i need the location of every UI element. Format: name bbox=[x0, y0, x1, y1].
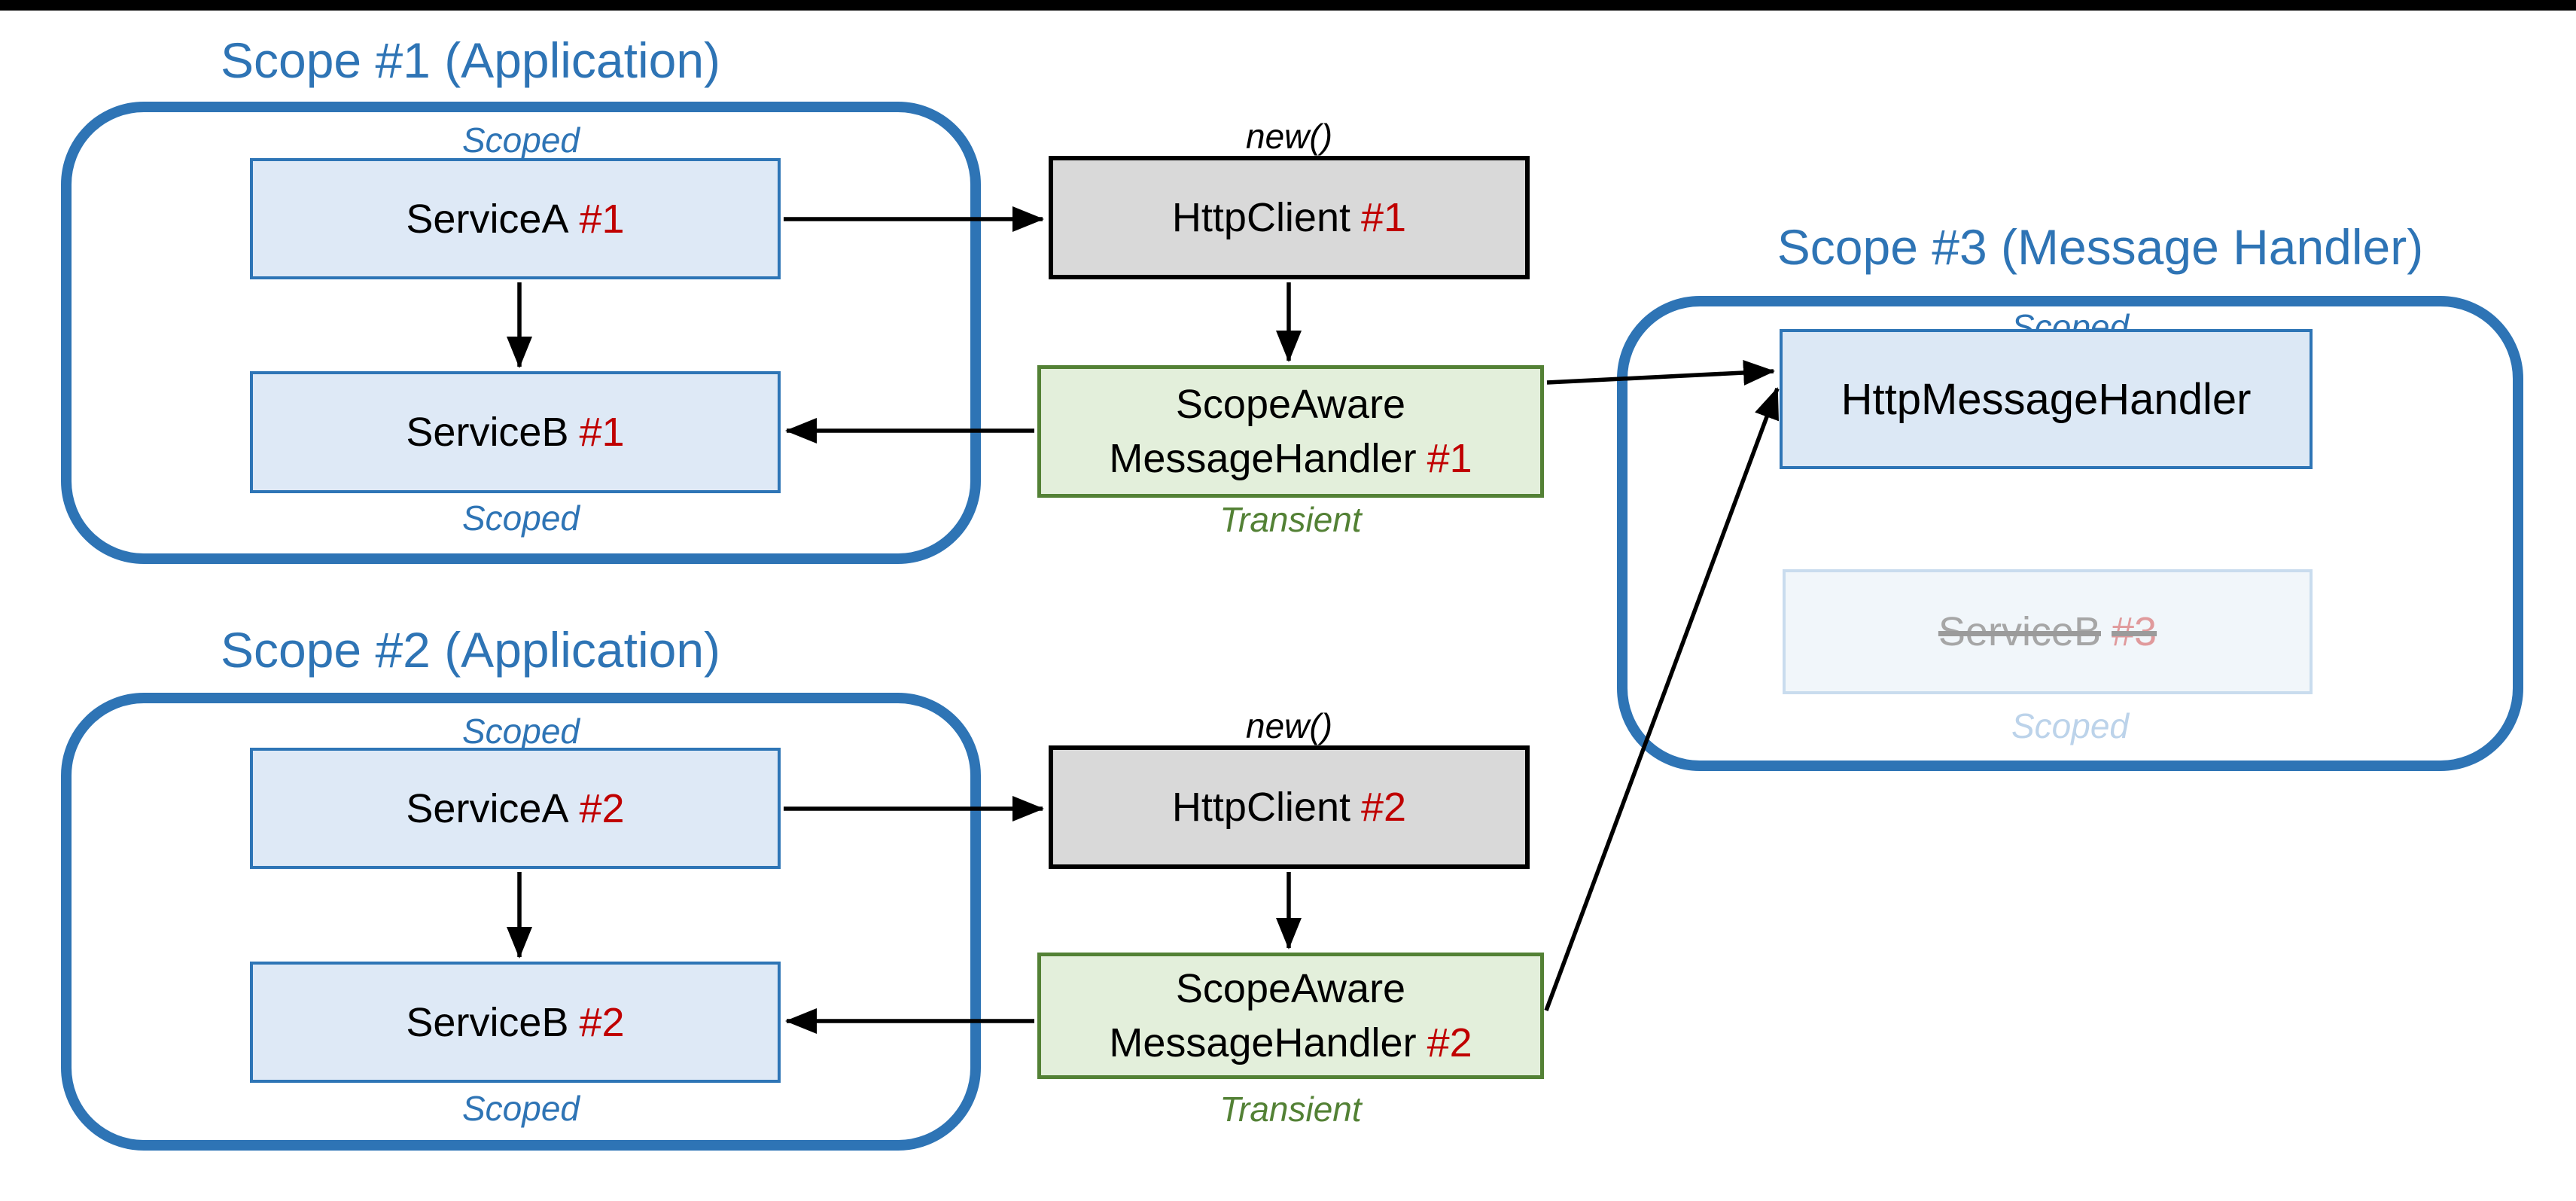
serviceB1-instance-id: #1 bbox=[579, 410, 625, 455]
serviceA1-label: ServiceA bbox=[406, 196, 569, 242]
scope1-scoped-top-label: Scoped bbox=[461, 120, 580, 160]
serviceA2-instance-id: #2 bbox=[579, 785, 625, 831]
scope3-title: Scope #3 (Message Handler) bbox=[1777, 219, 2424, 275]
scope3-container bbox=[1617, 296, 2523, 771]
messagehandler1-transient-label: Transient bbox=[1219, 500, 1362, 539]
httpclient1-label: HttpClient bbox=[1171, 195, 1350, 240]
httpclient2-new-annotation: new() bbox=[1245, 706, 1333, 745]
httpclient2-label: HttpClient bbox=[1171, 785, 1350, 830]
serviceB3-disposed-label: ServiceB#3 bbox=[1938, 608, 2157, 655]
httpclient2-instance-id: #2 bbox=[1361, 785, 1407, 830]
serviceB3-instance-id: #3 bbox=[2112, 609, 2157, 654]
serviceA2-box: ServiceA #2 bbox=[250, 748, 781, 869]
serviceA2-label: ServiceA bbox=[406, 785, 569, 831]
messagehandler2-name: MessageHandler bbox=[1109, 1020, 1417, 1065]
scope2-scoped-top-label: Scoped bbox=[461, 712, 580, 751]
httpclient1-instance-id: #1 bbox=[1361, 195, 1407, 240]
serviceB2-box: ServiceB #2 bbox=[250, 962, 781, 1083]
messagehandler2-box: ScopeAware MessageHandler#2 bbox=[1037, 953, 1544, 1079]
messagehandler1-label-line1: ScopeAware bbox=[1175, 382, 1406, 427]
serviceB3-name: ServiceB bbox=[1938, 609, 2101, 654]
scope3-scoped-bottom-label: Scoped bbox=[2011, 706, 2129, 745]
serviceB2-instance-id: #2 bbox=[579, 999, 625, 1045]
httpclient1-new-annotation: new() bbox=[1245, 117, 1333, 156]
messagehandler1-label-line2: MessageHandler#1 bbox=[1109, 431, 1472, 486]
scope1-scoped-bottom-label: Scoped bbox=[461, 498, 580, 538]
top-black-bar bbox=[0, 0, 2576, 11]
messagehandler1-name: MessageHandler bbox=[1109, 436, 1417, 481]
messagehandler2-instance-id: #2 bbox=[1427, 1020, 1472, 1065]
messagehandler1-box: ScopeAware MessageHandler#1 bbox=[1037, 365, 1544, 498]
scope1-title: Scope #1 (Application) bbox=[220, 32, 721, 88]
httpclient1-box: HttpClient #1 bbox=[1049, 156, 1530, 279]
messagehandler2-label-line1: ScopeAware bbox=[1175, 966, 1406, 1011]
messagehandler1-instance-id: #1 bbox=[1427, 436, 1472, 481]
httpclient2-box: HttpClient #2 bbox=[1049, 745, 1530, 869]
serviceA1-instance-id: #1 bbox=[579, 196, 625, 242]
scope2-scoped-bottom-label: Scoped bbox=[461, 1089, 580, 1128]
serviceB2-label: ServiceB bbox=[406, 999, 569, 1045]
scope2-title: Scope #2 (Application) bbox=[220, 622, 721, 678]
httpmessagehandler-box: HttpMessageHandler bbox=[1780, 329, 2313, 469]
serviceB1-label: ServiceB bbox=[406, 410, 569, 455]
serviceA1-box: ServiceA #1 bbox=[250, 158, 781, 279]
serviceB3-disposed-box: ServiceB#3 bbox=[1783, 569, 2313, 694]
messagehandler2-label-line2: MessageHandler#2 bbox=[1109, 1016, 1472, 1070]
httpmessagehandler-label: HttpMessageHandler bbox=[1841, 374, 2252, 424]
messagehandler2-transient-label: Transient bbox=[1219, 1090, 1362, 1129]
serviceB1-box: ServiceB #1 bbox=[250, 371, 781, 493]
